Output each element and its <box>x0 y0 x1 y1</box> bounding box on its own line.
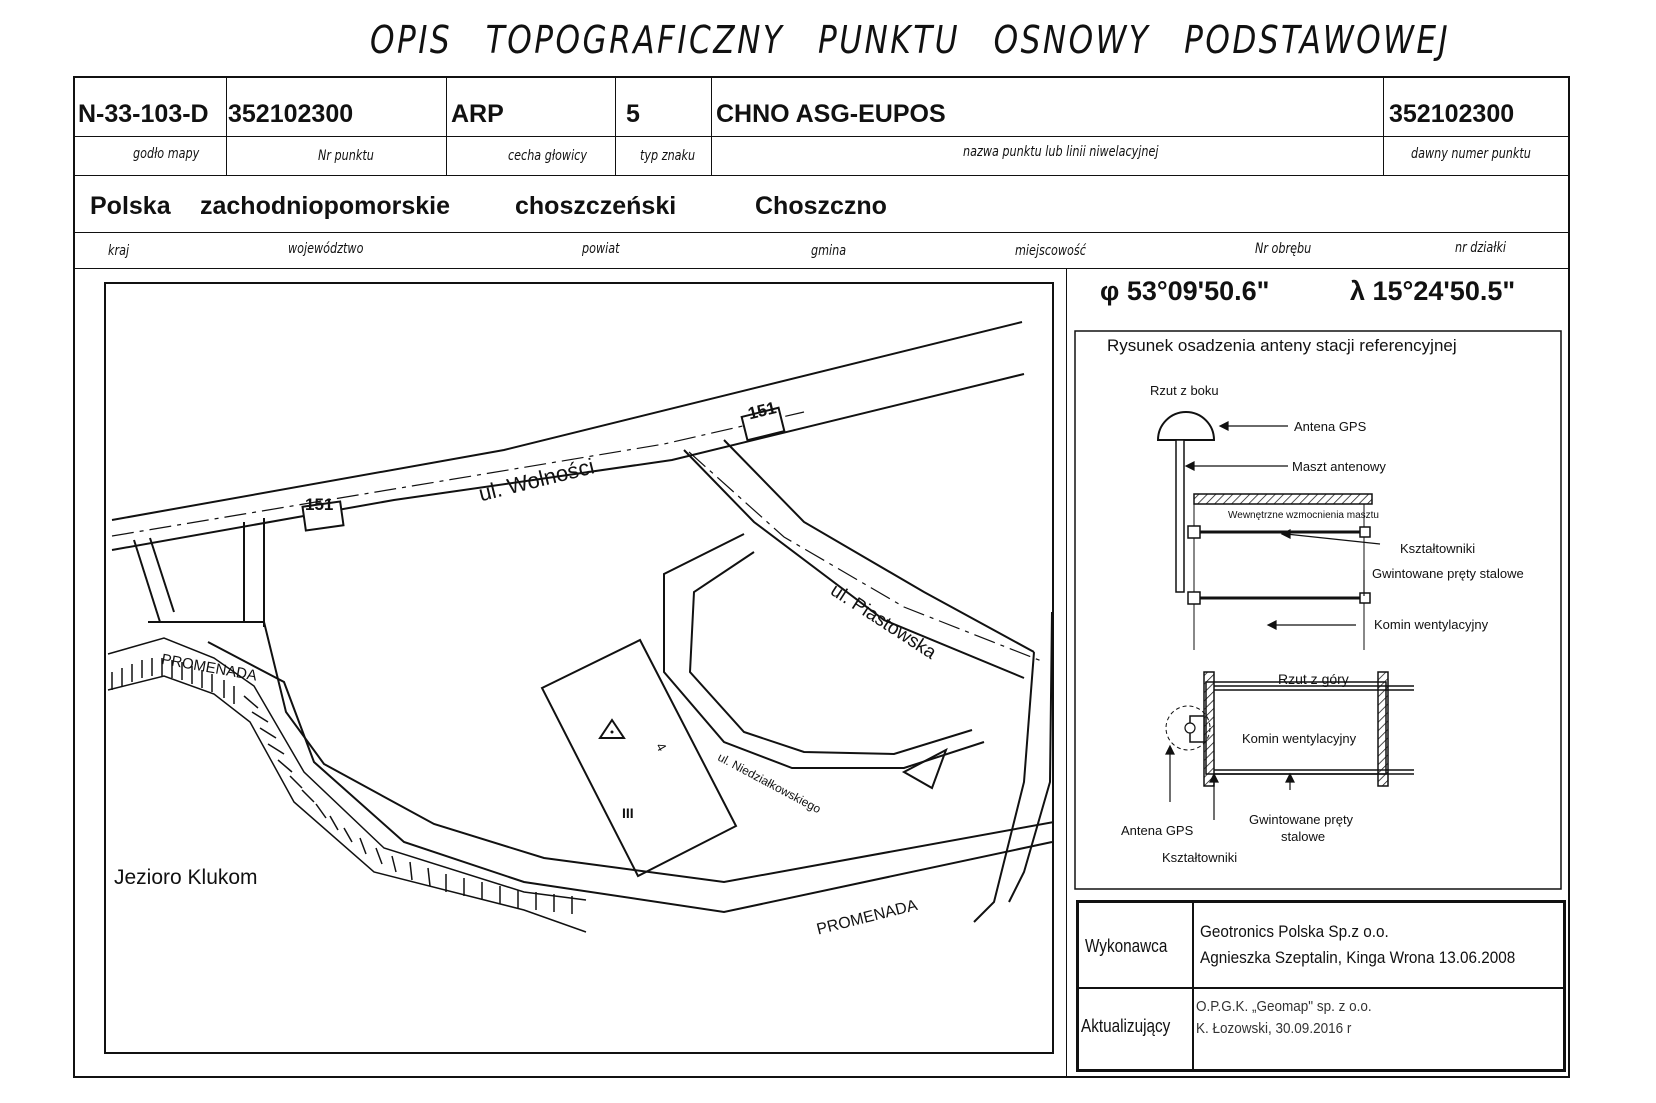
cecha-glowicy: ARP <box>451 100 504 128</box>
document-title: OPIS TOPOGRAFICZNY PUNKTU OSNOWY PODSTAW… <box>370 18 1451 62</box>
wojewodztwo: zachodniopomorskie <box>200 192 451 220</box>
diagram-chimney-top: Komin wentylacyjny <box>1242 731 1357 746</box>
caption-nr-obrebu: Nr obrębu <box>1255 241 1312 257</box>
diagram-mast: Maszt antenowy <box>1292 459 1386 474</box>
footer-box <box>1076 900 1566 1072</box>
caption-powiat: powiat <box>582 241 620 257</box>
diagram-side-view: Rzut z boku <box>1150 383 1219 398</box>
powiat: choszczeński <box>515 192 677 220</box>
rule-row2 <box>73 232 1570 233</box>
control-point-triangle-icon <box>598 718 626 739</box>
mast-side <box>1175 439 1185 593</box>
caption-cecha: cecha głowicy <box>508 148 587 164</box>
sep-map-right <box>1066 268 1067 1078</box>
building-floors: III <box>622 805 634 821</box>
typ-znaku: 5 <box>626 100 640 128</box>
rule-row1 <box>73 136 1570 137</box>
outer-frame <box>73 76 1570 1078</box>
diagram-threaded-rods-top-1: Gwintowane pręty <box>1249 812 1354 827</box>
caption-typ: typ znaku <box>640 148 696 164</box>
wykonawca-names-date: Agnieszka Szeptalin, Kinga Wrona 13.06.2… <box>1200 948 1516 967</box>
caption-dawny-numer: dawny numer punktu <box>1411 146 1531 162</box>
nazwa-punktu: CHNO ASG-EUPOS <box>716 100 946 128</box>
diagram-antenna-gps: Antena GPS <box>1294 419 1367 434</box>
sep-2 <box>446 76 447 175</box>
gmina: Choszczno <box>755 192 887 220</box>
footer-divider <box>1076 987 1566 989</box>
kraj: Polska <box>90 192 171 220</box>
godlo-mapy: N-33-103-D <box>78 100 209 128</box>
antenna-diagram <box>1074 330 1562 890</box>
rule-row2-captions <box>73 268 1570 269</box>
diagram-chimney: Komin wentylacyjny <box>1374 617 1489 632</box>
diagram-angle-bars: Kształtowniki <box>1400 541 1476 556</box>
footer-col-divider <box>1192 900 1194 1072</box>
label-aktualizujacy: Aktualizujący <box>1081 1016 1171 1036</box>
caption-wojewodztwo: województwo <box>288 241 364 257</box>
road-number-151-a: 151 <box>305 495 334 514</box>
aktualizujacy-name-date: K. Łozowski, 30.09.2016 r <box>1196 1020 1352 1037</box>
label-jezioro-klukom: Jezioro Klukom <box>114 866 258 889</box>
coord-lambda: λ 15°24'50.5" <box>1350 276 1516 306</box>
caption-kraj: kraj <box>108 243 130 259</box>
caption-godlo: godło mapy <box>133 146 200 162</box>
diagram-antenna-gps-top: Antena GPS <box>1121 823 1194 838</box>
location-map <box>104 282 1054 1054</box>
nr-punktu: 352102300 <box>228 100 354 128</box>
caption-nr-punktu: Nr punktu <box>318 148 374 164</box>
caption-nr-dzialki: nr działki <box>1455 240 1507 256</box>
diagram-inner-reinforcement: Wewnętrzne wzmocnienia masztu <box>1228 510 1379 521</box>
dawny-numer: 352102300 <box>1389 100 1515 128</box>
caption-nazwa: nazwa punktu lub linii niwelacyjnej <box>963 144 1159 160</box>
diagram-threaded-rods: Gwintowane pręty stalowe <box>1372 566 1524 581</box>
diagram-top-view: Rzut z góry <box>1278 671 1349 687</box>
caption-miejscowosc: miejscowość <box>1015 243 1086 259</box>
wykonawca-company: Geotronics Polska Sp.z o.o. <box>1200 922 1389 941</box>
diagram-threaded-rods-top-2: stalowe <box>1281 829 1326 844</box>
sep-5 <box>1383 76 1384 175</box>
diagram-title: Rysunek osadzenia anteny stacji referenc… <box>1107 336 1457 355</box>
sep-1 <box>226 76 227 175</box>
aktualizujacy-company: O.P.G.K. „Geomap" sp. z o.o. <box>1196 998 1372 1015</box>
sep-4 <box>711 76 712 175</box>
rule-row1-captions <box>73 175 1570 176</box>
caption-gmina: gmina <box>811 243 847 259</box>
antenna-dome-icon <box>1156 411 1216 441</box>
coord-phi: φ 53°09'50.6" <box>1100 276 1270 306</box>
sep-3 <box>615 76 616 175</box>
label-wykonawca: Wykonawca <box>1085 936 1168 956</box>
diagram-angle-bars-top: Kształtowniki <box>1162 850 1238 865</box>
